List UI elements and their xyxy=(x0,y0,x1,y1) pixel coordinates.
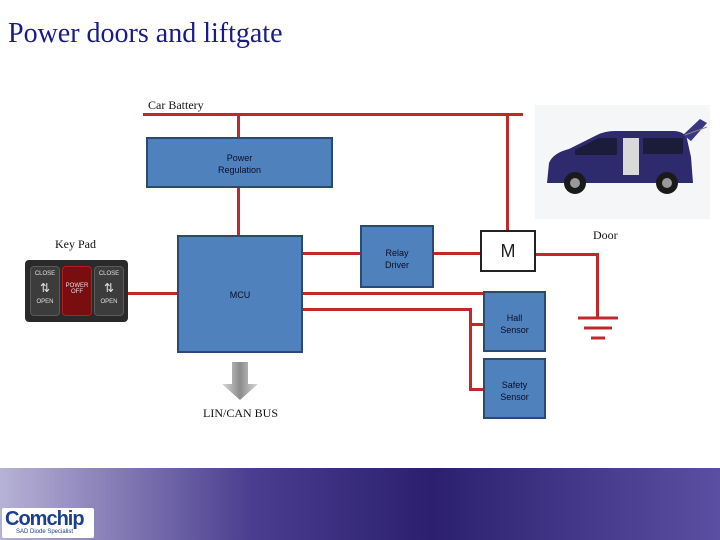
door-label: Door xyxy=(593,228,618,242)
mcu-to-relay-wire xyxy=(302,252,362,255)
hall-sensor-block: Hall Sensor xyxy=(483,291,546,352)
keypad-key-left-arrows: ⇅ xyxy=(39,281,51,295)
bus-to-safety-wire xyxy=(469,388,485,391)
power-regulation-line-2: Regulation xyxy=(217,165,262,175)
key-pad-label: Key Pad xyxy=(55,237,96,251)
relay-driver-line-2: Driver xyxy=(385,260,409,270)
ground-symbol xyxy=(578,316,618,340)
hall-sensor-line-2: Sensor xyxy=(500,325,529,335)
regulation-to-mcu-wire xyxy=(237,187,240,235)
keypad-key-right-arrows: ⇅ xyxy=(103,281,115,295)
keypad-key-right-bottom: OPEN xyxy=(100,299,118,305)
keypad-key-left-bottom: OPEN xyxy=(36,299,54,305)
battery-to-regulation-wire xyxy=(237,113,240,138)
mcu-label: MCU xyxy=(229,290,251,300)
down-arrow-icon xyxy=(222,362,258,400)
bus-to-hall-wire xyxy=(469,323,485,326)
safety-sensor-line-1: Safety xyxy=(501,380,528,390)
relay-to-motor-wire xyxy=(433,252,481,255)
mcu-output-wire xyxy=(302,292,486,295)
sensor-bus-wire xyxy=(469,308,472,390)
keypad-to-mcu-wire xyxy=(126,292,178,295)
keypad-key-left-top: CLOSE xyxy=(34,271,56,277)
slide-title: Power doors and liftgate xyxy=(8,18,283,49)
logo-tagline: SAD Diode Specialist xyxy=(16,529,74,535)
company-logo: Comchip SAD Diode Specialist xyxy=(2,508,94,538)
ground-drop-wire xyxy=(596,253,599,317)
keypad-key-center-bottom: OFF xyxy=(71,289,83,295)
battery-to-motor-wire xyxy=(506,113,509,231)
safety-sensor-block: Safety Sensor xyxy=(483,358,546,419)
keypad-key-right: CLOSE ⇅ OPEN xyxy=(94,266,124,316)
relay-driver-line-1: Relay xyxy=(385,248,409,258)
keypad-key-right-top: CLOSE xyxy=(98,271,120,277)
keypad-key-left: CLOSE ⇅ OPEN xyxy=(30,266,60,316)
power-regulation-line-1: Power xyxy=(226,153,253,163)
motor-to-ground-wire xyxy=(536,253,598,256)
car-battery-label: Car Battery xyxy=(148,98,204,112)
key-pad-image: CLOSE ⇅ OPEN POWER OFF CLOSE ⇅ OPEN xyxy=(25,260,128,322)
minivan-image xyxy=(535,105,710,219)
battery-rail xyxy=(143,113,523,116)
power-regulation-block: Power Regulation xyxy=(146,137,333,188)
mcu-block: MCU xyxy=(177,235,303,353)
safety-sensor-line-2: Sensor xyxy=(500,392,529,402)
logo-name: Comchip xyxy=(5,508,85,530)
lin-can-bus-label: LIN/CAN BUS xyxy=(203,406,279,420)
motor-symbol: M xyxy=(480,230,536,272)
keypad-key-center: POWER OFF xyxy=(62,266,92,316)
mcu-to-hall-wire xyxy=(302,308,472,311)
relay-driver-block: Relay Driver xyxy=(360,225,434,288)
keypad-key-center-top: POWER xyxy=(65,283,89,289)
footer-band xyxy=(0,468,720,540)
hall-sensor-line-1: Hall xyxy=(506,313,523,323)
